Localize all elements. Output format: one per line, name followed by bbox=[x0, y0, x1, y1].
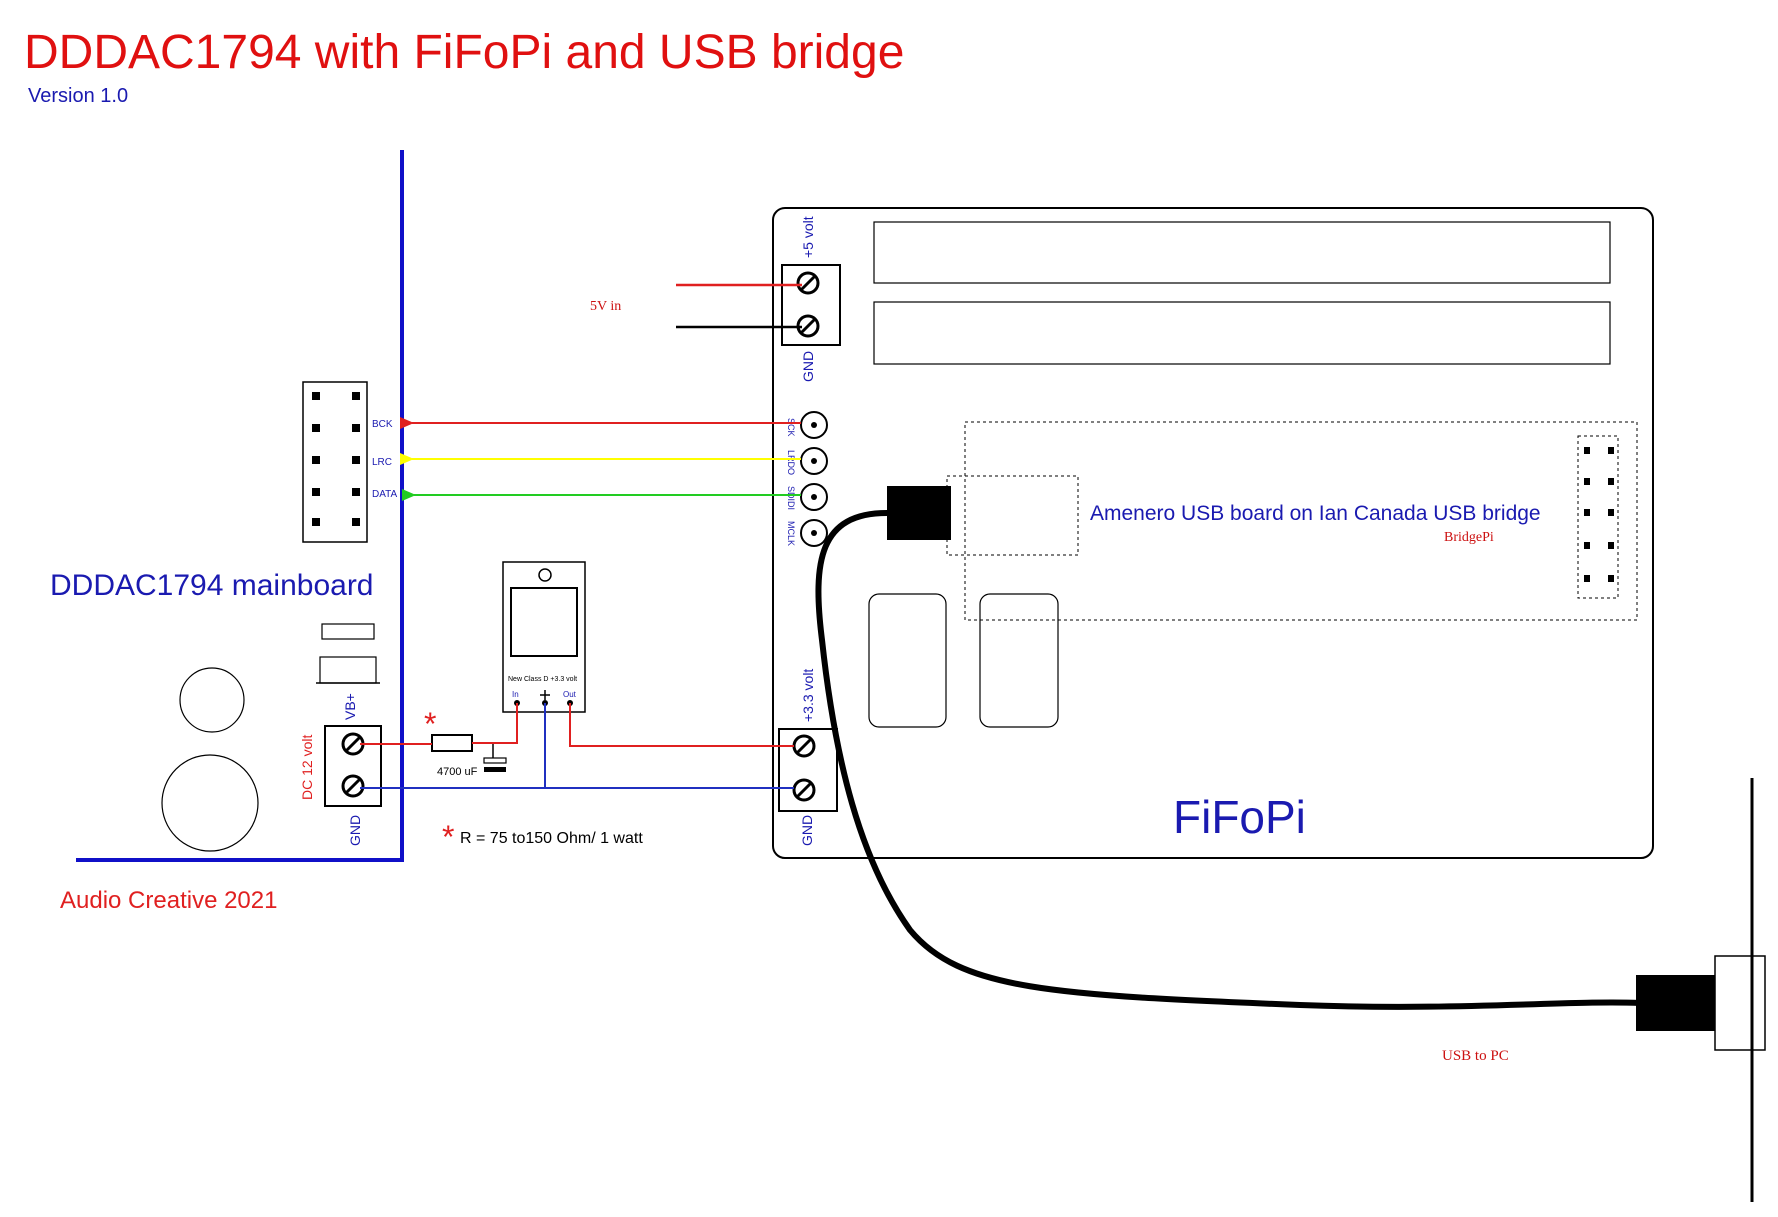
regulator-label: New Class D +3.3 volt bbox=[508, 676, 577, 683]
capacitor-value-label: 4700 uF bbox=[437, 766, 478, 778]
series-resistor bbox=[431, 734, 473, 752]
regulator-module bbox=[502, 561, 586, 713]
header-connector-top bbox=[873, 221, 1611, 284]
fifopi-3v3-terminal bbox=[778, 728, 838, 812]
resistor-asterisk: * bbox=[424, 706, 436, 742]
bridgepi-label: BridgePi bbox=[1444, 530, 1494, 545]
vb-plus-label: VB+ bbox=[342, 693, 358, 720]
usb-cable bbox=[815, 510, 1641, 1010]
crystal-oscillator-left bbox=[868, 593, 947, 728]
mainboard-power-terminal bbox=[324, 725, 382, 807]
fuse-holder bbox=[316, 623, 380, 684]
bridge-pin-header bbox=[1577, 435, 1619, 599]
usb-bridge-outline bbox=[964, 421, 1638, 621]
usb-board-label: Amenero USB board on Ian Canada USB brid… bbox=[1090, 502, 1541, 525]
diagram-title: DDDAC1794 with FiFoPi and USB bridge bbox=[24, 26, 904, 79]
micro-usb-plug bbox=[887, 486, 951, 540]
credit-label: Audio Creative 2021 bbox=[60, 887, 277, 914]
data-pin-label: DATA bbox=[372, 489, 398, 500]
lrc-pin-label: LRC bbox=[372, 457, 392, 468]
usb-a-housing bbox=[1714, 955, 1766, 1051]
lrdo-label: LRDO bbox=[786, 450, 796, 475]
regulator-in-label: In bbox=[512, 690, 519, 699]
sck-label: SCK bbox=[786, 418, 796, 437]
plus-3v3-volt-label: +3.3 volt bbox=[800, 669, 816, 722]
5v-in-label: 5V in bbox=[590, 299, 621, 314]
i2s-connectors bbox=[800, 411, 828, 547]
crystal-oscillator-right bbox=[979, 593, 1059, 728]
small-capacitor-circle bbox=[179, 667, 245, 733]
vb-plus-red-wire bbox=[360, 703, 518, 745]
fifopi-top-gnd-label: GND bbox=[800, 351, 816, 382]
sdidi-label: SDIDI bbox=[786, 486, 796, 510]
fifopi-label: FiFoPi bbox=[1173, 791, 1306, 843]
ground-blue-wire bbox=[360, 703, 794, 789]
mclk-label: MCLK bbox=[786, 521, 796, 546]
fifopi-5v-terminal bbox=[781, 264, 841, 346]
mainboard-label: DDDAC1794 mainboard bbox=[50, 569, 374, 602]
regulator-out-label: Out bbox=[563, 690, 577, 699]
resistor-note: R = 75 to150 Ohm/ 1 watt bbox=[460, 830, 643, 847]
resistor-note-asterisk: * bbox=[442, 819, 454, 855]
usb-to-pc-label: USB to PC bbox=[1442, 1048, 1509, 1064]
i2s-header bbox=[302, 381, 368, 543]
dc-12-volt-label: DC 12 volt bbox=[299, 735, 315, 800]
filter-capacitor bbox=[483, 744, 507, 772]
regulator-out-red-wire bbox=[569, 703, 794, 747]
large-capacitor-circle bbox=[161, 754, 259, 852]
amanero-board-outline bbox=[946, 475, 1079, 556]
usb-a-plug bbox=[1636, 975, 1720, 1031]
header-connector-bottom bbox=[873, 301, 1611, 365]
version-label: Version 1.0 bbox=[28, 85, 128, 107]
mainboard-gnd-label: GND bbox=[347, 815, 363, 846]
plus-5-volt-label: +5 volt bbox=[800, 216, 816, 258]
bck-pin-label: BCK bbox=[372, 419, 393, 430]
fifopi-bottom-gnd-label: GND bbox=[799, 815, 815, 846]
fifopi-board-outline bbox=[772, 207, 1654, 859]
